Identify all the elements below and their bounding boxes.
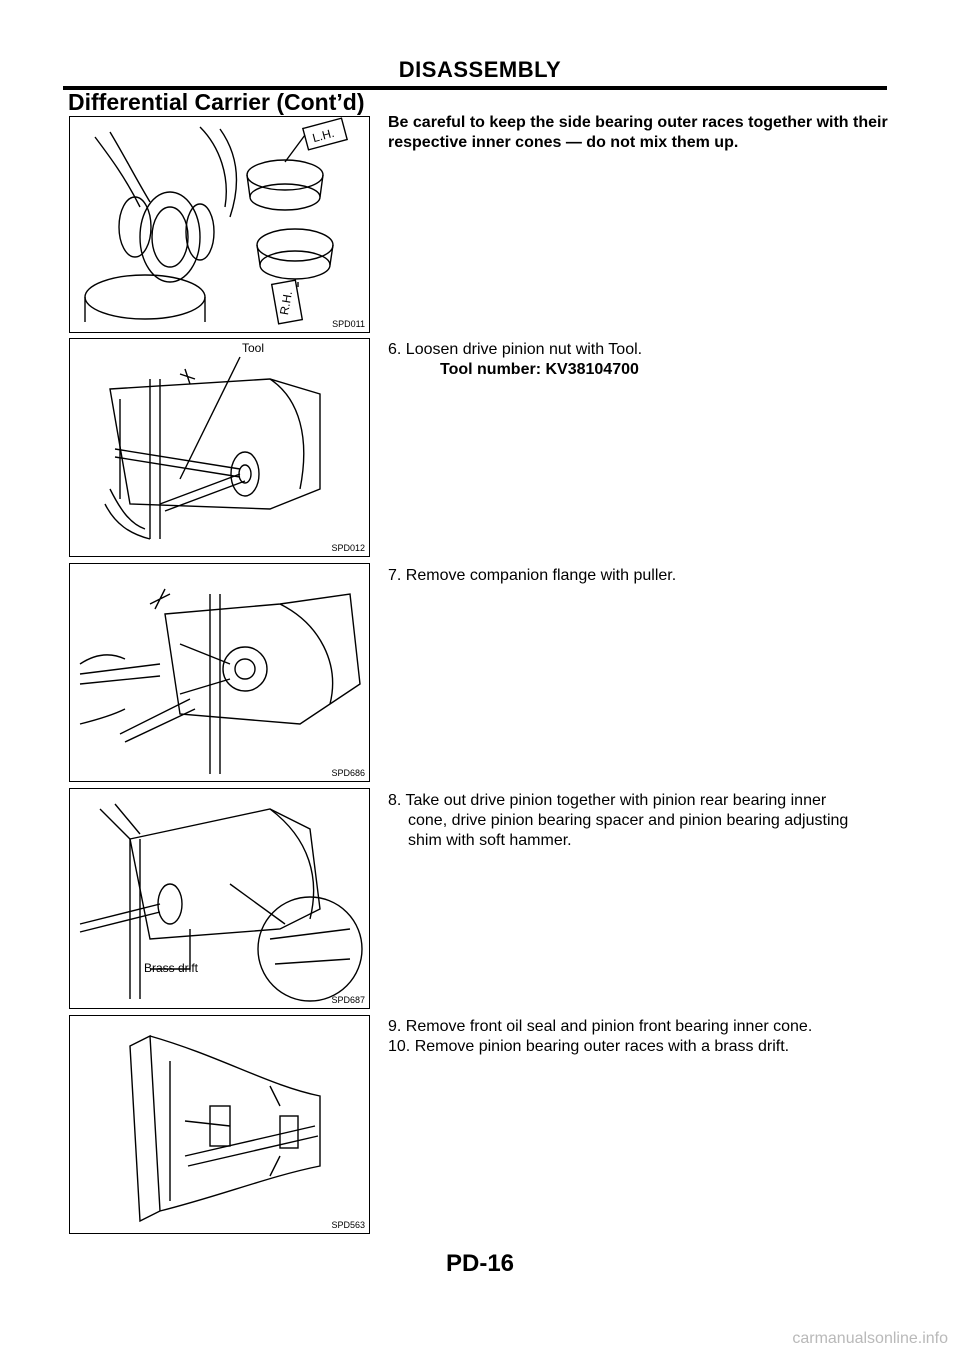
figure-code: SPD011 [332, 319, 365, 329]
step-8: 8. Take out drive pinion together with p… [388, 791, 893, 851]
step-9: 9. Remove front oil seal and pinion fron… [388, 1018, 813, 1035]
steps-9-10: 9. Remove front oil seal and pinion fron… [388, 1017, 888, 1057]
step-7: 7. Remove companion flange with puller. [388, 567, 677, 584]
section-title: DISASSEMBLY [398, 57, 562, 82]
outer-races-illustration [129, 1034, 321, 1223]
step-6-tool-number: Tool number: KV38104700 [440, 361, 639, 378]
figure-remove-companion-flange: SPD686 [69, 563, 370, 782]
figure-code: SPD563 [331, 1220, 365, 1230]
tool-label: Tool [242, 341, 264, 355]
figure-code: SPD686 [331, 768, 365, 778]
subsection-title: Differential Carrier (Cont’d) [68, 89, 365, 115]
drive-pinion-illustration: Brass drift [79, 803, 363, 1002]
figure-loosen-pinion-nut: Tool SPD012 [69, 338, 370, 557]
step-10: 10. Remove pinion bearing outer races wi… [388, 1038, 790, 1055]
step-6: 6. Loosen drive pinion nut with Tool. To… [388, 340, 888, 380]
figure-code: SPD012 [331, 543, 365, 553]
caution-text: Be careful to keep the side bearing oute… [388, 114, 888, 151]
side-bearing-illustration: L.H. R.H. [84, 117, 349, 325]
header-rule [63, 86, 887, 90]
figure-side-bearing-races: L.H. R.H. SPD011 [69, 116, 370, 333]
brass-drift-label: Brass drift [144, 961, 199, 975]
figure-code: SPD687 [331, 995, 365, 1005]
watermark: carmanualsonline.info [792, 1330, 948, 1347]
figure-take-out-drive-pinion: Brass drift SPD687 [69, 788, 370, 1009]
step-6-text: 6. Loosen drive pinion nut with Tool. [388, 341, 643, 358]
page-number: PD-16 [445, 1250, 515, 1277]
figure-remove-outer-races: SPD563 [69, 1015, 370, 1234]
rh-label: R.H. [277, 290, 295, 316]
step-8-line-2: cone, drive pinion bearing spacer and pi… [408, 812, 849, 829]
step-8-line-3: shim with soft hammer. [408, 832, 572, 849]
pinion-nut-illustration: Tool [104, 341, 321, 540]
lh-label: L.H. [311, 126, 336, 145]
step-8-line-1: 8. Take out drive pinion together with p… [388, 792, 827, 809]
companion-flange-illustration [79, 588, 361, 774]
